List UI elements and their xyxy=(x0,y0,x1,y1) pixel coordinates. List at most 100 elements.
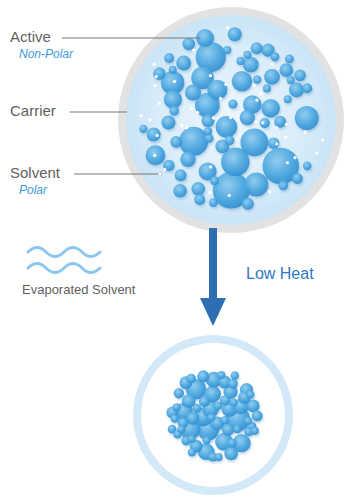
active-bubble xyxy=(252,410,263,421)
active-bubble xyxy=(260,118,270,128)
part-label: Active xyxy=(10,29,51,46)
active-bubble xyxy=(284,95,292,103)
active-bubble xyxy=(153,67,166,80)
solvent-dot xyxy=(271,63,274,66)
active-bubble xyxy=(177,425,185,433)
active-bubble xyxy=(230,371,239,380)
active-bubble xyxy=(244,417,252,425)
active-bubble xyxy=(261,99,280,118)
active-bubble xyxy=(188,448,196,456)
part-label: Carrier xyxy=(10,103,56,120)
solvent-dot xyxy=(190,107,193,110)
active-bubble xyxy=(213,401,222,410)
solvent-dot xyxy=(192,48,195,51)
polarity-note: Polar xyxy=(19,184,47,197)
active-bubble xyxy=(285,54,294,63)
active-bubble xyxy=(224,447,238,461)
solvent-dot xyxy=(255,99,258,102)
active-bubble xyxy=(163,160,174,171)
solvent-dot xyxy=(261,121,264,124)
active-bubble xyxy=(215,453,223,461)
active-bubble xyxy=(194,194,205,205)
active-bubble xyxy=(202,436,210,444)
polarity-note: Non-Polar xyxy=(19,48,73,61)
process-arrow-head xyxy=(200,298,226,326)
solvent-dot xyxy=(163,168,166,171)
solvent-dot xyxy=(252,84,255,87)
active-bubble xyxy=(274,116,286,128)
active-bubble xyxy=(173,184,187,198)
solvent-dot xyxy=(209,74,212,77)
solvent-dot xyxy=(304,131,307,134)
solvent-dot xyxy=(228,194,231,197)
active-bubble xyxy=(228,27,242,41)
active-bubble xyxy=(193,404,202,413)
active-bubble xyxy=(268,137,280,149)
process-arrow-shaft xyxy=(209,228,217,300)
active-bubble xyxy=(161,115,175,129)
active-bubble xyxy=(197,370,209,382)
active-bubble xyxy=(182,38,195,51)
solvent-dot xyxy=(293,156,296,159)
active-bubble xyxy=(287,76,295,84)
active-bubble xyxy=(225,135,235,145)
active-bubble xyxy=(294,70,306,82)
solvent-dots xyxy=(140,26,325,197)
active-bubble xyxy=(191,182,205,196)
active-bubble xyxy=(185,84,201,100)
solvent-dot xyxy=(284,136,287,139)
active-bubble xyxy=(243,51,251,59)
solvent-dot xyxy=(275,142,278,145)
active-bubble xyxy=(278,181,288,191)
solvent-dot xyxy=(286,161,289,164)
solvent-dot xyxy=(153,63,156,66)
active-bubble xyxy=(244,173,268,197)
active-bubble xyxy=(209,198,218,207)
solvent-dot xyxy=(212,116,215,119)
solvent-dot xyxy=(196,111,199,114)
active-bubble xyxy=(180,152,195,167)
active-bubble xyxy=(232,71,253,92)
active-bubble xyxy=(263,84,271,92)
solvent-dot xyxy=(185,126,188,129)
active-bubble xyxy=(172,403,180,411)
solvent-dot xyxy=(275,126,278,129)
solvent-dot xyxy=(268,190,271,193)
solvent-dot xyxy=(173,80,176,83)
active-bubble xyxy=(292,173,303,184)
active-bubble xyxy=(233,425,241,433)
active-bubble xyxy=(199,396,210,407)
solvent-dot xyxy=(285,123,288,126)
active-bubble xyxy=(210,176,219,185)
active-bubble xyxy=(204,127,212,135)
active-bubble xyxy=(188,435,196,443)
solvent-dot xyxy=(321,138,324,141)
active-bubble xyxy=(240,129,268,157)
solvent-dot xyxy=(219,97,222,100)
active-bubble xyxy=(207,80,227,100)
active-bubble xyxy=(164,53,174,63)
active-bubble xyxy=(264,69,280,85)
active-bubble xyxy=(228,99,237,108)
leader-line xyxy=(74,174,158,175)
active-bubble xyxy=(146,145,166,165)
carrier-ring xyxy=(118,7,344,233)
active-bubble xyxy=(229,399,237,407)
active-bubble xyxy=(207,414,215,422)
solvent-dot xyxy=(153,154,156,157)
active-bubble xyxy=(295,106,319,130)
leader-line xyxy=(62,38,200,39)
active-bubble xyxy=(302,83,312,93)
active-bubble xyxy=(240,110,255,125)
active-bubble xyxy=(270,52,279,61)
part-label: Solvent xyxy=(10,165,60,182)
active-bubble xyxy=(223,46,231,54)
active-bubble xyxy=(171,415,179,423)
solvent-dot xyxy=(155,75,158,78)
active-bubble xyxy=(251,427,259,435)
solvent-dot xyxy=(156,134,159,137)
active-bubble xyxy=(221,416,230,425)
solvent-dot xyxy=(229,116,232,119)
process-note: Evaporated Solvent xyxy=(22,283,135,297)
